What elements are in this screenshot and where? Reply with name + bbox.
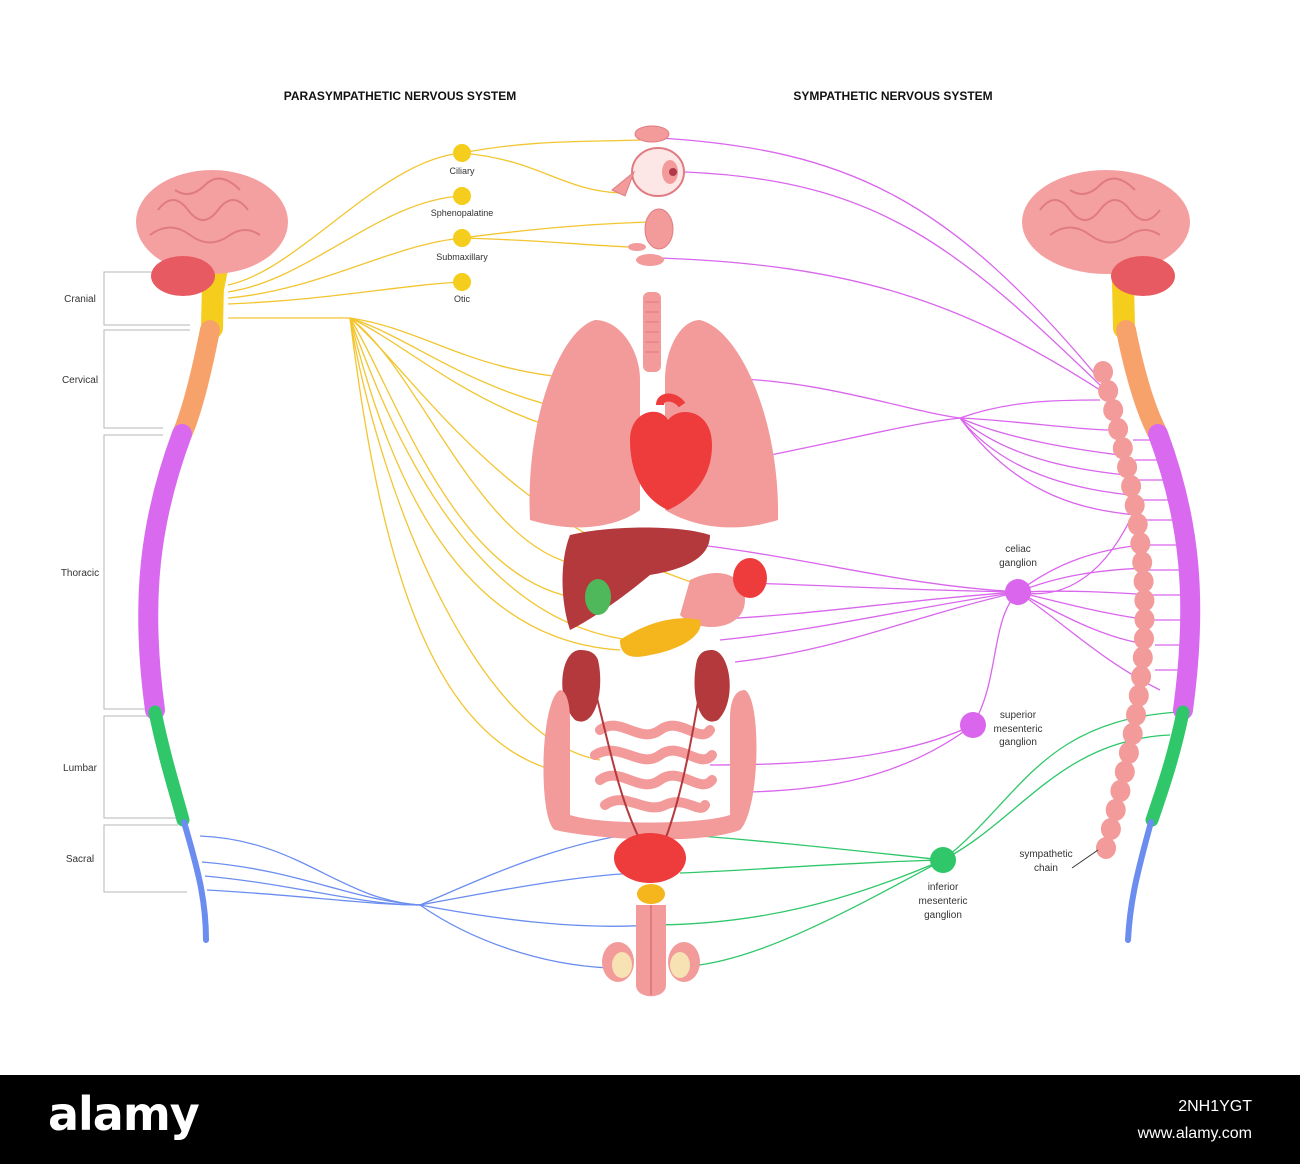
large-intestine-icon [543,690,757,840]
sphenopalatine-ganglion [453,187,471,205]
otic-label: Otic [454,294,471,304]
image-id: 2NH1YGT [1178,1098,1252,1115]
sympathetic-chain-bead [1117,456,1138,479]
superior-mesenteric-label-line2: mesenteric [994,724,1043,735]
sympathetic-chain-bead [1103,399,1124,422]
watermark-footer: alamy 2NH1YGT www.alamy.com [0,1075,1300,1164]
superior-mesenteric-label-line1: superior [1000,710,1037,721]
pancreas-icon [620,618,701,657]
sympathetic-chain-bead [1124,494,1145,517]
celiac-ganglion [1005,579,1031,605]
sympathetic-chain-bead [1133,570,1154,593]
sympathetic-chain-label-line2: chain [1034,863,1058,874]
left-spinal-cord [138,271,224,943]
sympathetic-chain-label-line1: sympathetic [1019,849,1072,860]
sympathetic-chain-bead [1105,798,1126,821]
sympathetic-chain-bead [1127,513,1148,536]
diagram-canvas: PARASYMPATHETIC NERVOUS SYSTEM SYMPATHET… [60,89,1201,997]
celiac-label-line1: celiac [1005,544,1031,555]
region-label-cranial: Cranial [64,294,96,305]
sphenopalatine-label: Sphenopalatine [431,208,494,218]
region-label-lumbar: Lumbar [63,763,98,774]
left-kidney-icon [562,650,601,722]
stomach-icon [680,572,745,627]
sympathetic-chain-bead [1110,779,1131,802]
sympathetic-chain-bead [1096,837,1116,859]
sympathetic-chain-bead [1128,684,1149,707]
submaxillary-ganglion [453,229,471,247]
sympathetic-chain-bead [1100,818,1121,840]
superior-mesenteric-ganglion [960,712,986,738]
sympathetic-chain-bead [1132,551,1153,574]
sympathetic-chain-bead [1132,646,1153,669]
sublingual-gland-icon [636,254,664,266]
bladder-icon [614,833,686,883]
region-brackets [103,271,190,893]
sympathetic-chain-bead [1134,589,1155,612]
trachea-rings [645,301,659,353]
left-lung-icon [529,320,640,528]
inferior-mesenteric-label-line3: ganglion [924,910,962,921]
sympathetic-chain-bead [1134,627,1154,650]
region-label-thoracic: Thoracic [61,568,99,579]
left-testis-icon [602,942,634,982]
right-testis-icon [668,942,700,982]
sympathetic-title: SYMPATHETIC NERVOUS SYSTEM [793,89,992,103]
spleen-icon [733,558,767,598]
site-url: www.alamy.com [1137,1125,1252,1142]
inferior-mesenteric-ganglion [930,847,956,873]
ciliary-label: Ciliary [449,166,475,176]
alamy-logo: alamy [48,1087,200,1141]
sacral-nerves [199,829,661,969]
sympathetic-chain-bead [1093,361,1113,383]
sympathetic-chain-bead [1118,741,1139,764]
prostate-icon [637,884,665,904]
sympathetic-chain-bead [1130,532,1151,555]
submaxillary-label: Submaxillary [436,252,488,262]
sympathetic-chain-bead [1122,722,1143,745]
submaxillary-gland-icon [628,243,646,251]
superior-mesenteric-label-line3: ganglion [999,737,1037,748]
sympathetic-chain-bead [1121,475,1142,498]
autonomic-nervous-system-diagram: PARASYMPATHETIC NERVOUS SYSTEM SYMPATHET… [61,89,1201,997]
lacrimal-gland-icon [634,125,670,143]
sympathetic-chain-bead [1112,437,1133,460]
ciliary-ganglion [453,144,471,162]
celiac-label-line2: ganglion [999,558,1037,569]
sympathetic-chain-pointer [1071,849,1099,869]
sympathetic-chain-bead [1098,380,1119,402]
ureters [594,689,701,841]
otic-ganglion [453,273,471,291]
parotid-gland-icon [644,208,674,250]
parasympathetic-title: PARASYMPATHETIC NERVOUS SYSTEM [284,89,516,103]
sympathetic-chain-bead [1114,760,1135,783]
sympathetic-chain-icon [1093,361,1155,859]
left-brain-icon [136,170,288,296]
sympathetic-chain-bead [1108,418,1129,441]
right-spinal-cord [1112,271,1201,943]
inferior-mesenteric-label-line1: inferior [928,882,959,893]
small-intestine-icon [590,720,717,813]
right-kidney-icon [694,650,730,722]
right-brain-icon [1022,170,1190,296]
eye-icon [611,147,685,197]
sympathetic-chain-bead [1126,703,1146,726]
inferior-mesenteric-label-line2: mesenteric [919,896,968,907]
region-label-sacral: Sacral [66,854,94,865]
sympathetic-chain-bead [1134,608,1155,631]
region-label-cervical: Cervical [62,375,98,386]
sympathetic-chain-bead [1131,665,1152,688]
heart-icon [630,393,712,510]
gallbladder-icon [585,579,611,615]
